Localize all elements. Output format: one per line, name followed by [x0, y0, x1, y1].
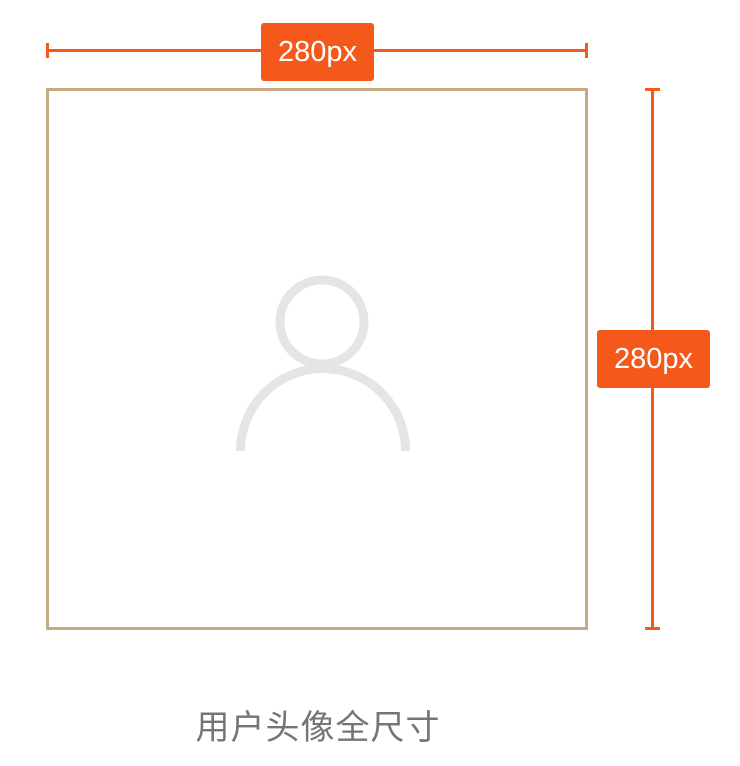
width-dimension-cap-left [46, 43, 49, 58]
user-icon [236, 275, 410, 452]
caption: 用户头像全尺寸 [195, 708, 441, 748]
height-dimension-cap-top [645, 88, 660, 91]
avatar-frame [46, 88, 588, 630]
height-dimension-cap-bottom [645, 627, 660, 630]
width-dimension-cap-right [585, 43, 588, 58]
height-badge: 280px [597, 330, 710, 388]
width-badge: 280px [261, 23, 374, 81]
